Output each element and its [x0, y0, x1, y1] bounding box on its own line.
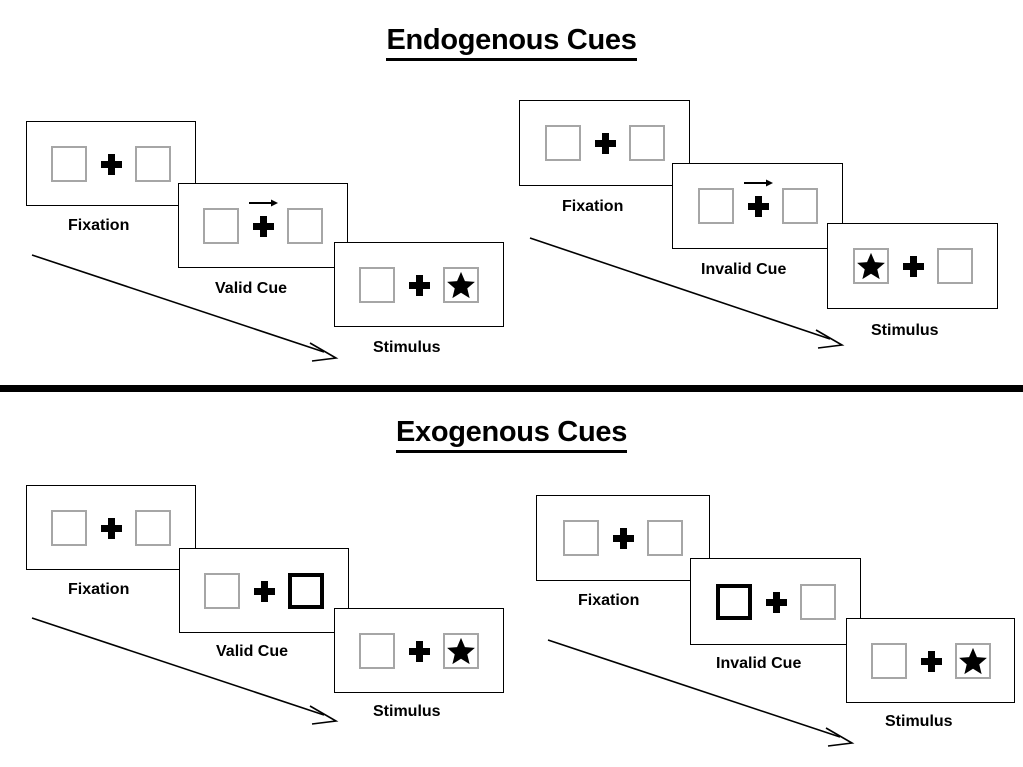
- cue-slot: [594, 133, 616, 154]
- section-title-exogenous-text: Exogenous Cues: [395, 416, 627, 453]
- left-placeholder-box: [697, 188, 734, 224]
- plus-icon: [254, 580, 275, 602]
- right-placeholder-box: [135, 145, 171, 182]
- cue-slot: [101, 153, 122, 175]
- caption-endogenous-valid-cue: Valid Cue: [215, 280, 288, 297]
- cue-slot: [613, 528, 634, 549]
- left-placeholder-box: [51, 509, 87, 546]
- panel-exogenous-valid-fixation: [26, 485, 196, 570]
- right-placeholder-box: [799, 583, 836, 620]
- plus-icon: [253, 215, 274, 237]
- panel-content: [697, 179, 818, 224]
- caption-exogenous-valid-fixation: Fixation: [68, 581, 130, 598]
- caption-endogenous-invalid-fixation: Fixation: [562, 198, 624, 215]
- left-placeholder-box: [359, 266, 395, 303]
- panel-endogenous-invalid-fixation: [519, 100, 690, 186]
- panel-exogenous-invalid-cue: [690, 558, 861, 645]
- panel-content: [51, 145, 171, 182]
- cue-slot: [920, 650, 942, 672]
- caption-exogenous-invalid-stimulus: Stimulus: [885, 713, 953, 730]
- panel-endogenous-valid-stimulus: [334, 242, 504, 327]
- star-icon: [958, 647, 987, 674]
- panel-exogenous-valid-cue: [179, 548, 349, 633]
- plus-icon: [101, 153, 122, 175]
- panel-endogenous-valid-fixation: [26, 121, 196, 206]
- cue-slot: [409, 640, 430, 662]
- left-placeholder-box: [563, 520, 599, 556]
- star-icon: [447, 637, 475, 664]
- caption-endogenous-invalid-cue: Invalid Cue: [701, 261, 787, 278]
- caption-endogenous-valid-fixation: Fixation: [68, 217, 130, 234]
- panel-exogenous-valid-stimulus: [334, 608, 504, 693]
- left-placeholder-box: [51, 145, 87, 182]
- caption-exogenous-invalid-fixation: Fixation: [578, 592, 640, 609]
- right-placeholder-box: [781, 188, 818, 224]
- plus-icon: [594, 133, 616, 154]
- caption-exogenous-valid-stimulus: Stimulus: [373, 703, 441, 720]
- right-target-box: [954, 642, 991, 679]
- flow-arrow-exogenous-invalid: [547, 639, 855, 747]
- section-title-exogenous: Exogenous Cues: [0, 416, 1023, 453]
- left-target-box: [852, 248, 889, 284]
- panel-content: [544, 125, 665, 161]
- left-placeholder-box: [204, 572, 240, 609]
- section-title-endogenous-text: Endogenous Cues: [386, 24, 637, 61]
- right-placeholder-box: [647, 520, 683, 556]
- panel-content: [203, 199, 323, 244]
- cue-slot: [101, 517, 122, 539]
- panel-endogenous-invalid-cue: [672, 163, 843, 249]
- right-placeholder-box: [135, 509, 171, 546]
- cue-slot: [743, 179, 773, 217]
- panel-content: [870, 642, 991, 679]
- caption-exogenous-invalid-cue: Invalid Cue: [716, 655, 802, 672]
- caption-exogenous-valid-cue: Valid Cue: [216, 643, 289, 660]
- plus-icon: [920, 650, 942, 672]
- panel-content: [715, 583, 836, 620]
- plus-icon: [747, 196, 769, 217]
- right-placeholder-box: [936, 248, 973, 284]
- section-title-endogenous: Endogenous Cues: [0, 24, 1023, 61]
- section-divider: [0, 385, 1023, 392]
- plus-icon: [613, 528, 634, 549]
- panel-content: [204, 572, 324, 609]
- left-placeholder-box: [870, 642, 907, 679]
- panel-content: [852, 248, 973, 284]
- plus-icon: [409, 274, 430, 296]
- cue-slot: [254, 580, 275, 602]
- right-placeholder-box: [628, 125, 665, 161]
- panel-content: [359, 266, 479, 303]
- cue-slot: [902, 256, 924, 277]
- left-placeholder-box: [544, 125, 581, 161]
- right-target-box: [443, 266, 479, 303]
- panel-content: [51, 509, 171, 546]
- cue-slot: [249, 199, 278, 237]
- left-placeholder-box: [203, 207, 239, 244]
- cue-slot: [409, 274, 430, 296]
- arrow-right-icon: [249, 199, 278, 206]
- panel-endogenous-valid-cue: [178, 183, 348, 268]
- right-placeholder-box: [287, 207, 323, 244]
- cue-slot: [765, 591, 787, 613]
- caption-endogenous-invalid-stimulus: Stimulus: [871, 322, 939, 339]
- plus-icon: [101, 517, 122, 539]
- caption-endogenous-valid-stimulus: Stimulus: [373, 339, 441, 356]
- plus-icon: [902, 256, 924, 277]
- right-target-box: [443, 632, 479, 669]
- panel-content: [563, 520, 683, 556]
- right-cued-box: [288, 572, 324, 609]
- arrow-right-icon: [743, 179, 773, 187]
- plus-icon: [765, 591, 787, 613]
- left-placeholder-box: [359, 632, 395, 669]
- plus-icon: [409, 640, 430, 662]
- panel-endogenous-invalid-stimulus: [827, 223, 998, 309]
- panel-exogenous-invalid-fixation: [536, 495, 710, 581]
- star-icon: [447, 271, 475, 298]
- panel-exogenous-invalid-stimulus: [846, 618, 1015, 703]
- panel-content: [359, 632, 479, 669]
- star-icon: [856, 252, 885, 280]
- left-cued-box: [715, 583, 752, 620]
